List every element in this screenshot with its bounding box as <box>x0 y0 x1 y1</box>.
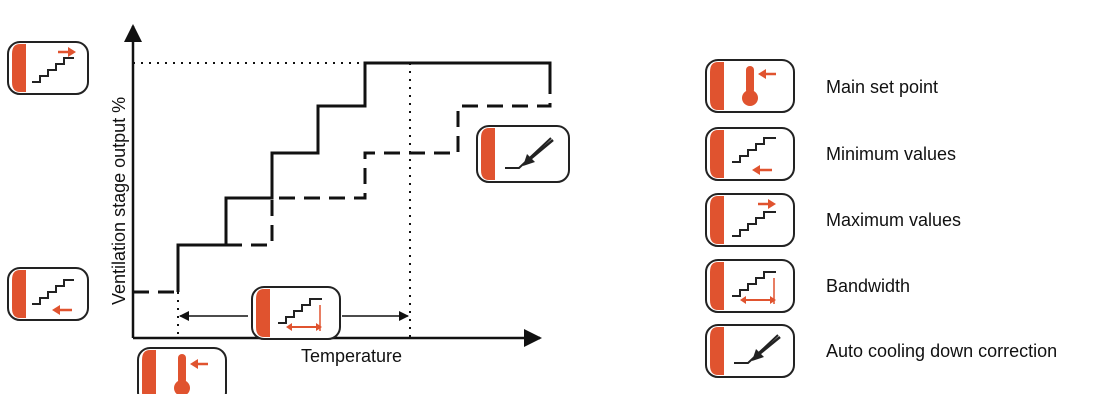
x-axis-label: Temperature <box>301 346 402 366</box>
dashed-step-curve <box>133 85 552 294</box>
legend-main-set-point-icon <box>705 59 795 113</box>
auto-cooling-down-correction-icon <box>476 125 570 183</box>
bandwidth-icon <box>251 286 341 340</box>
legend-auto-cooling-down-correction-icon <box>705 324 795 378</box>
legend-bandwidth-icon <box>705 259 795 313</box>
legend-label-bandwidth: Bandwidth <box>826 276 911 296</box>
legend-label-main-set-point: Main set point <box>826 77 939 97</box>
legend-label-auto-cooling-down-correction: Auto cooling down correction <box>826 341 1058 361</box>
maximum-values-icon <box>7 41 89 95</box>
legend-maximum-values-icon <box>705 193 795 247</box>
minimum-values-icon <box>7 267 89 321</box>
main-set-point-icon <box>137 347 227 394</box>
legend-label-maximum-values: Maximum values <box>826 210 962 230</box>
y-axis-label: Ventilation stage output % <box>109 97 129 305</box>
solid-step-curve <box>176 61 552 292</box>
legend-minimum-values-icon <box>705 127 795 181</box>
legend-label-minimum-values: Minimum values <box>826 144 957 164</box>
dashed-step-curve <box>133 245 272 292</box>
